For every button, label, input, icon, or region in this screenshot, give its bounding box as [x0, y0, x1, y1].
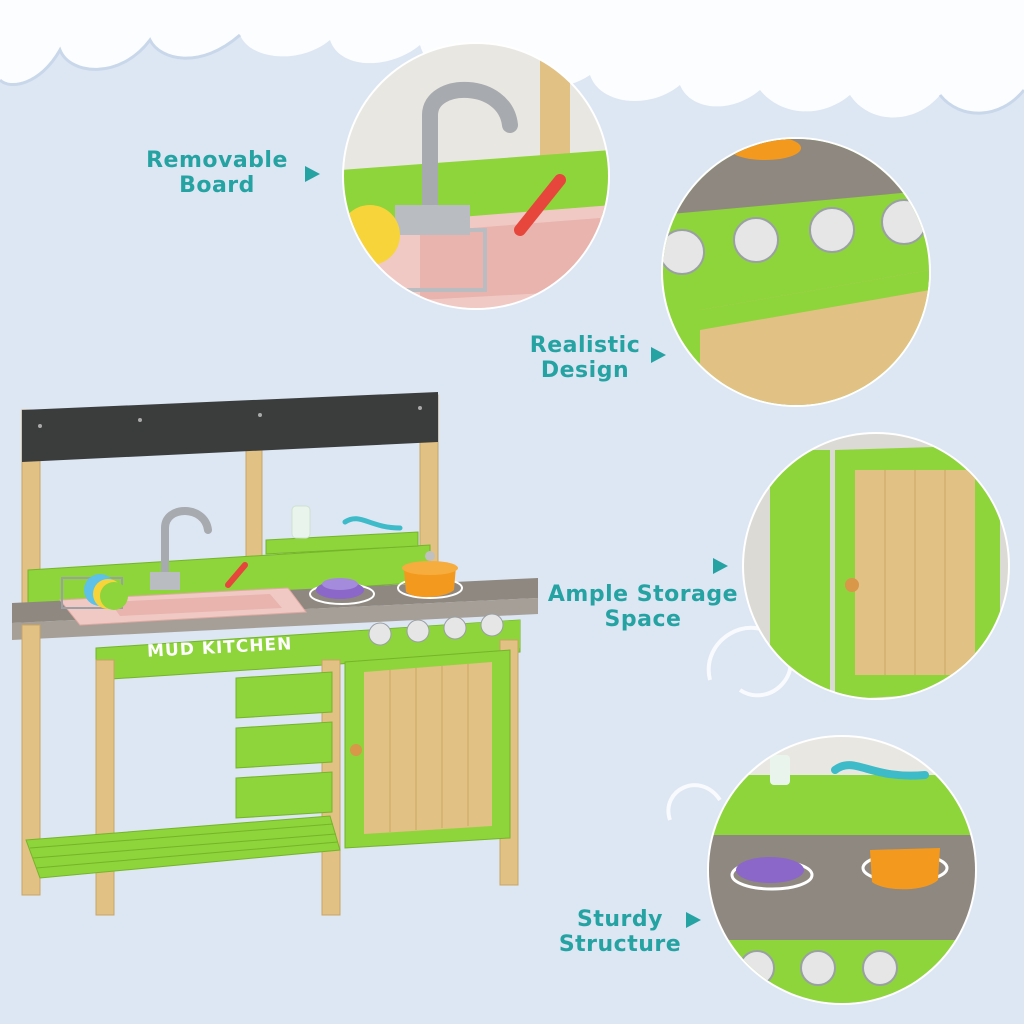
sink-closeup-circle — [342, 42, 610, 310]
stove-knobs-closeup-circle — [661, 137, 931, 407]
feature-label-line: Design — [540, 358, 630, 383]
feature-label-removable-board: Removable Board — [142, 148, 292, 198]
feature-label-realistic-design: Realistic Design — [520, 333, 650, 383]
arrow-ample-storage — [713, 558, 728, 574]
pointer-arrows — [305, 166, 728, 928]
mud-kitchen-product — [12, 392, 538, 916]
feature-label-line: Ample Storage — [547, 582, 739, 607]
pots-closeup-circle — [707, 735, 977, 1005]
feature-label-line: Board — [179, 173, 255, 198]
feature-label-ample-storage-space: Ample Storage Space — [545, 582, 741, 632]
arrow-removable-board — [305, 166, 320, 182]
storage-closeup-circle — [742, 432, 1010, 700]
arrow-realistic-design — [651, 347, 666, 363]
feature-label-line: Realistic — [529, 333, 641, 358]
feature-label-line: Space — [604, 607, 682, 632]
feature-label-line: Removable — [146, 148, 288, 173]
feature-label-sturdy-structure: Sturdy Structure — [548, 907, 692, 957]
arrow-sturdy-structure — [686, 912, 701, 928]
feature-label-line: Structure — [558, 932, 682, 957]
feature-label-line: Sturdy — [577, 907, 663, 932]
